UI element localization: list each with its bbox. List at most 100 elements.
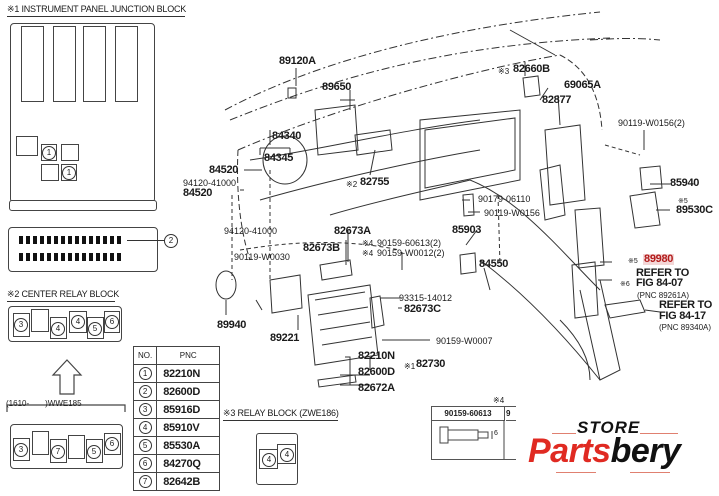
part-label-84520[interactable]: 84520 [209, 164, 239, 176]
bolt-icon [439, 420, 505, 459]
relay-slot: 4 [259, 449, 278, 469]
fuse-slot [83, 26, 106, 102]
logo-store-text: STORE [577, 418, 641, 437]
relay-slot [68, 435, 85, 459]
fuse-slot [21, 26, 44, 102]
callout-4: 4 [262, 453, 276, 467]
callout-5: 5 [87, 445, 101, 459]
part-label-90119-W0156-2[interactable]: 90119-W0156(2) [618, 118, 685, 128]
part-label-82755[interactable]: 82755 [360, 176, 390, 188]
table-row: 2 82600D [132, 382, 221, 401]
bolt-header: 90159-60613 [432, 407, 505, 421]
relay-slot: 4 [277, 444, 296, 464]
relay-slot [41, 164, 59, 181]
pnc-value[interactable]: 85910V [156, 418, 221, 437]
part-label-82673A[interactable]: 82673A [334, 225, 371, 237]
fuse-slot [115, 26, 138, 102]
part-label-94120-41000[interactable]: 94120-41000 [183, 178, 237, 188]
part-label-85940[interactable]: 85940 [670, 177, 700, 189]
partsbery-logo: Partsbery [528, 432, 681, 471]
part-label-94120-41000[interactable]: 94120-41000 [224, 226, 278, 236]
callout-1: 1 [42, 146, 56, 160]
relay-slot: 1 [41, 144, 57, 161]
pnc-value[interactable]: 82210N [156, 364, 221, 383]
pnc-value[interactable]: 84270Q [156, 454, 221, 473]
part-note-82755: ※2 [346, 180, 358, 189]
part-label-82210N[interactable]: 82210N [358, 350, 395, 362]
instrument-panel-junction-block-base [9, 200, 157, 211]
part-label-90159-60613[interactable]: 90159-60613(2) [377, 238, 442, 248]
part-label-89940[interactable]: 89940 [217, 319, 247, 331]
callout-4: 4 [71, 315, 85, 329]
refer-to-label: REFER TO [636, 267, 690, 279]
part-label-69065A[interactable]: 69065A [564, 79, 601, 91]
relay-slot: 5 [87, 317, 104, 339]
relay-slot: 1 [61, 164, 77, 181]
part-note-90159: ※4 [362, 249, 374, 258]
relay-slot: 3 [13, 313, 30, 337]
part-label-89650[interactable]: 89650 [322, 81, 352, 93]
part-note-82730: ※1 [404, 362, 416, 371]
refer-to-fig-84-17-link[interactable]: FIG 84-17 [659, 310, 706, 322]
part-label-89530C[interactable]: 89530C [676, 204, 713, 216]
center-relay-block-title: ※2 CENTER RELAY BLOCK [7, 289, 119, 302]
part-label-90159-W0012[interactable]: 90159-W0012(2) [377, 248, 445, 258]
part-label-93315-14012[interactable]: 93315-14012 [399, 293, 453, 303]
table-row: 6 84270Q [132, 454, 221, 473]
part-label-84340[interactable]: 84340 [272, 130, 302, 142]
bolt-table: 90159-60613 9 6 [431, 406, 516, 460]
fuse-slot [53, 26, 76, 102]
refer-to-label: REFER TO [659, 299, 713, 311]
variant-label: (1610- )WWE185 [6, 399, 82, 408]
part-label-89221[interactable]: 89221 [270, 332, 300, 344]
relay-slot: 6 [104, 311, 120, 333]
part-label-84345[interactable]: 84345 [264, 152, 294, 164]
part-label-85903[interactable]: 85903 [452, 224, 482, 236]
part-label-90119-W0156[interactable]: 90119-W0156 [484, 208, 540, 218]
relay-slot [32, 431, 49, 455]
callout-3: 3 [14, 443, 28, 457]
part-label-82730[interactable]: 82730 [416, 358, 446, 370]
part-label-82600D[interactable]: 82600D [358, 366, 395, 378]
bolt-dimension: 6 [494, 430, 498, 437]
row-number: 2 [138, 385, 152, 398]
column-header-pnc: PNC [156, 346, 221, 365]
part-note-89980: ※5 [628, 258, 638, 265]
relay-slot: 4 [50, 317, 67, 339]
part-label-90179-06110[interactable]: 90179-06110 [478, 194, 531, 204]
callout-3: 3 [14, 318, 28, 332]
part-label-84520[interactable]: 84520 [183, 187, 213, 199]
pnc-value[interactable]: 82642B [156, 472, 221, 491]
part-label-82672A[interactable]: 82672A [358, 382, 395, 394]
pnc-value[interactable]: 82600D [156, 382, 221, 401]
relay-slot [61, 144, 79, 161]
pnc-value[interactable]: 85530A [156, 436, 221, 455]
part-label-82673C[interactable]: 82673C [404, 303, 441, 315]
center-relay-block: 3 4 4 5 6 [8, 306, 122, 342]
part-label-89120A[interactable]: 89120A [279, 55, 316, 67]
relay-slot: 7 [50, 439, 67, 463]
row-number: 1 [138, 367, 152, 380]
part-label-82673B[interactable]: 82673B [303, 242, 340, 254]
part-note-89530C: ※5 [678, 198, 688, 205]
callout-6: 6 [105, 315, 119, 329]
part-label-82660B[interactable]: 82660B [513, 63, 550, 75]
part-label-90159-W0007[interactable]: 90159-W0007 [436, 336, 493, 346]
relay-slot: 5 [86, 439, 103, 463]
refer-to-fig-84-07-link[interactable]: FIG 84-07 [636, 277, 683, 289]
row-number: 6 [138, 457, 152, 470]
part-label-90119-W0030[interactable]: 90119-W0030 [234, 252, 290, 262]
part-label-84550[interactable]: 84550 [479, 258, 509, 270]
logo-underline [630, 472, 670, 473]
callout-1: 1 [62, 166, 76, 180]
part-label-89980-highlighted[interactable]: 89980 [643, 253, 675, 265]
callout-2: 2 [164, 234, 178, 248]
part-label-82877[interactable]: 82877 [542, 94, 572, 106]
callout-6: 6 [105, 437, 119, 451]
pnc-value[interactable]: 85916D [156, 400, 221, 419]
callout-5: 5 [88, 322, 102, 336]
